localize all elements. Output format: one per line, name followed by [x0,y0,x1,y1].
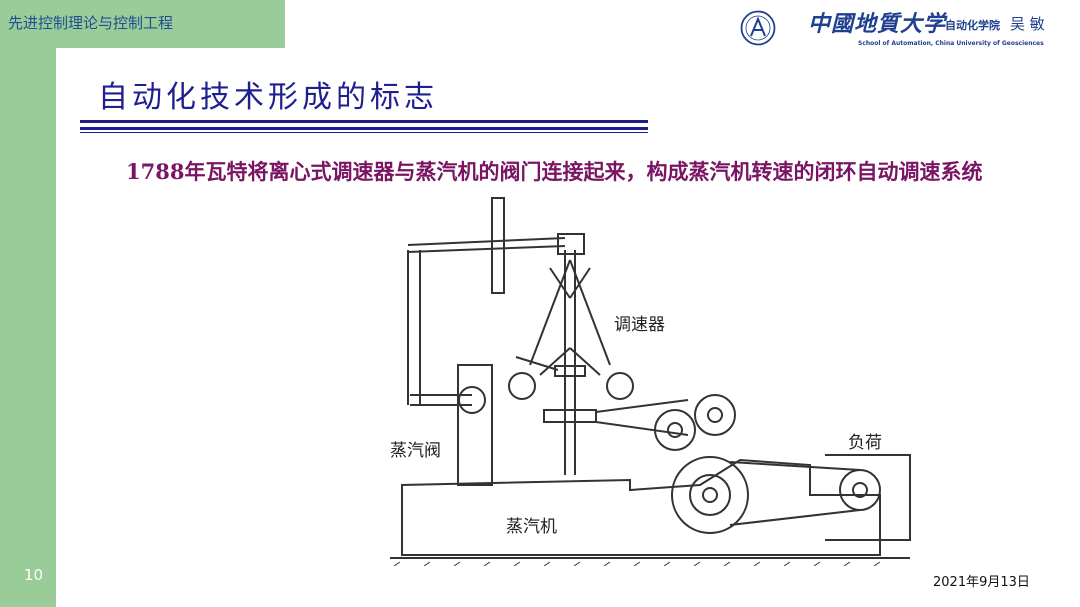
title-underline [80,132,648,133]
load-label: 负荷 [848,433,882,453]
watt-governor-diagram: 调速器 蒸汽阀 负荷 蒸汽机 [370,190,930,567]
title-underline [80,120,648,123]
page-number: 10 [24,566,44,584]
steam-engine-label: 蒸汽机 [506,517,557,537]
title-underline [80,127,648,130]
governor-label: 调速器 [614,315,665,335]
slide-body-text: 1788年瓦特将离心式调速器与蒸汽机的阀门连接起来，构成蒸汽机转速的闭环自动调速… [126,159,983,184]
university-logo-icon [740,10,776,46]
slide-title: 自动化技术形成的标志 [98,80,438,115]
steam-valve-label: 蒸汽阀 [390,441,441,461]
slide-date: 2021年9月13日 [933,575,1030,590]
diagram-drawing [390,197,911,567]
school-name: 自动化学院 [945,19,1000,32]
school-english-name: School of Automation, China University o… [858,40,1044,47]
university-name: 中國地質大学 [808,11,947,37]
course-title: 先进控制理论与控制工程 [8,14,174,32]
left-green-band [0,0,56,607]
top-green-band [0,0,285,48]
author-name: 吴 敏 [1010,15,1045,33]
